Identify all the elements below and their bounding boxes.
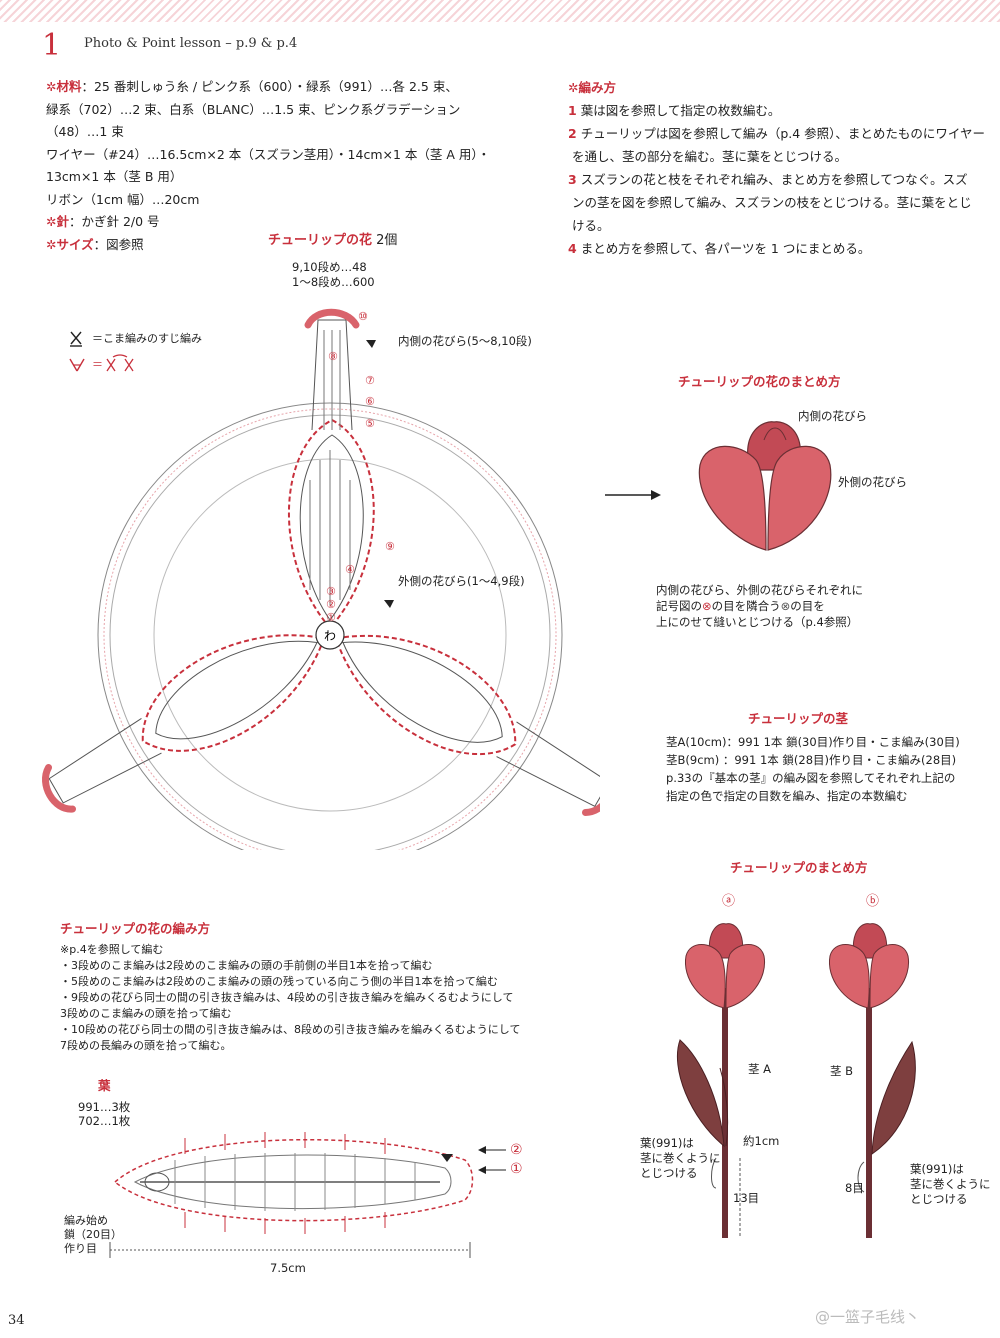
size-label: ✲サイズ [46,236,94,252]
guide-circle-outer [97,402,563,850]
leaf-title: 葉 [98,1078,111,1093]
sc-back-loop-symbol-icon [70,331,82,347]
stem-b-label: 茎 B [830,1064,854,1078]
watermark: @一篮子毛线丶 [815,1308,921,1326]
row-mark: ② [326,598,336,611]
top-stripe-band [0,0,1000,22]
leaf-row-1-mark: ① [510,1161,523,1177]
magic-ring [315,620,345,650]
tulip-flower-crochet-chart: わ ⑩ ⑨ ⑧ ⑦ ⑥ ⑤ ④ ③ ② ① [42,308,600,850]
petal-right [334,634,600,817]
variant-a-mark: ⓐ [722,894,736,909]
leaf-counts: 991…3枚 702…1枚 [78,1100,131,1128]
page-number: 34 [8,1313,25,1328]
chapter-title: Photo & Point lesson – p.9 & p.4 [84,36,298,51]
two-sc-symbol-icon [106,354,134,372]
row-mark: ④ [345,563,355,576]
count-a-label: 13目 [733,1191,760,1205]
leaf-width-label: 7.5cm [267,1261,309,1275]
howto-line: ・10段めの花びら同士の間の引き抜き編みは、8段めの引き抜き編みを編みくるむよう… [60,1023,521,1036]
flower-stitch-counts: 9,10段め…48 1〜8段め…600 [292,260,375,289]
method-step: ける。 [572,218,610,233]
pointer-arrow-icon [366,340,376,348]
row-mark: ⑤ [365,417,375,430]
howto-line: ※p.4を参照して編む [60,943,164,956]
tulip-a [676,923,766,1238]
leaf-note-a: 葉(991)は 茎に巻くように とじつける [640,1136,721,1180]
row-mark: ③ [326,585,336,598]
leaf-start-note: 編み始め 鎖（20目） 作り目 [64,1214,122,1255]
stem-instructions: 茎A(10cm)：991 1本 鎖(30目)作り目・こま編み(30目) 茎B(9… [666,735,960,803]
variant-b-mark: ⓑ [866,894,880,909]
needle-label: ✲針 [46,214,69,229]
inner-petal-label: 内側の花びら(5〜8,10段) [398,334,532,348]
pointer-arrow-icon [441,1154,453,1162]
materials-text: ：25 番刺しゅう糸 / ピンク系（600）・緑系（991）…各 2.5 束、 [81,79,458,94]
row-mark: ⑧ [328,350,338,363]
leaf-note-b: 葉(991)は 茎に巻くように とじつける [910,1162,991,1206]
materials-label: ✲材料 [46,79,82,94]
guide-circle-dotted [103,408,557,850]
method-step: を通し、茎の部分を編む。茎に葉をとじつける。 [572,149,848,164]
row-arrows [478,1146,506,1174]
stem-title: チューリップの茎 [748,711,849,726]
flower-chart-title: チューリップの花 2個 [268,233,398,248]
x-circle-icon: ⊗ [780,599,791,613]
right-arrow-icon [605,490,661,500]
row-mark: ⑩ [358,310,368,323]
chapter-number: 1 [42,28,62,63]
guide-circle-inner [109,414,551,850]
leaf-crochet-chart [109,1132,474,1258]
howto-line: ・3段めのこま編みは2段めのこま編みの頭の手前側の半目1本を拾って編む [60,959,433,972]
materials-line: 緑系（702）…2 束、白系（BLANC）…1.5 束、ピンク系グラデーション [46,101,461,117]
x-circle-icon: ⊗ [702,599,712,613]
row-mark: ⑥ [365,395,375,408]
materials-line: 13cm×1 本（茎 B 用） [46,169,183,184]
materials-block: ✲材料：25 番刺しゅう糸 / ピンク系（600）・緑系（991）…各 2.5 … [46,76,506,256]
increase-symbol-icon [69,358,85,372]
howto-line: 3段めのこま編みの頭を拾って編む [60,1007,232,1020]
inner-petal-callout: 内側の花びら [798,409,867,423]
stem-a-label: 茎 A [748,1062,772,1076]
petal-left [42,634,326,813]
howto-list: ※p.4を参照して編む ・3段めのこま編みは2段めのこま編みの頭の手前側の半目1… [60,942,550,1054]
magic-ring-label: わ [324,629,336,643]
row-mark: ⑨ [385,540,395,553]
row-mark: ① [326,611,336,624]
method-step: ンの茎を図を参照して編み、スズランの枝をとじつける。茎に葉をとじ [572,195,972,210]
size-text: ：図参照 [93,236,144,252]
materials-line: ワイヤー（#24）…16.5cm×2 本（スズラン茎用）・14cm×1 本（茎 … [46,146,491,162]
petal-top [287,308,375,630]
tulip-b [828,923,916,1238]
outer-petal-label: 外側の花びら(1〜4,9段) [398,574,525,588]
needle-text: ：かぎ針 2/0 号 [68,214,160,229]
howto-line: ・9段めの花びら同士の間の引き抜き編みは、4段めの引き抜き編みを編みくるむように… [60,991,514,1004]
pointer-arrow-icon [384,600,394,608]
howto-line: 7段めの長編みの頭を拾って編む。 [60,1039,232,1052]
tulip-assembly-illustration [676,923,916,1238]
outer-petal-callout: 外側の花びら [838,475,907,489]
flower-assembly-title: チューリップの花のまとめ方 [678,374,841,389]
materials-line: （48）…1 束 [46,124,124,139]
leaf-row-2-mark: ② [510,1142,523,1158]
count-b-label: 8目 [845,1181,864,1195]
howto-title: チューリップの花の編み方 [60,921,211,936]
assembled-tulip-illustration [698,421,832,551]
tulip-assembly-title: チューリップのまとめ方 [730,860,868,875]
row-mark: ⑦ [365,374,375,387]
method-title: ✲編み方 [568,80,616,95]
chart-legend: ＝こま編みのすじ編み ＝ [66,325,202,377]
howto-line: ・5段めのこま編みは2段めのこま編みの頭の残っている向こう側の半目1本を拾って編… [60,975,498,988]
assembly-note: 内側の花びら、外側の花びらそれぞれに 記号図の⊗の目を隣合う⊗の目を 上にのせて… [656,583,863,629]
approx-label: 約1cm [743,1134,780,1148]
materials-line: リボン（1cm 幅）…20cm [46,191,200,207]
